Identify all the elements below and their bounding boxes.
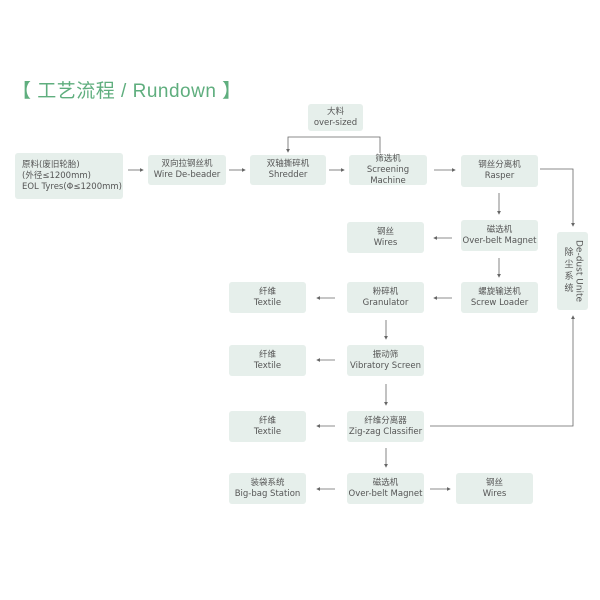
node-label-zh: 振动筛 xyxy=(372,349,399,360)
page-title: 【 工艺流程 / Rundown 】 xyxy=(12,81,242,102)
node-label-zh-2: (外径≤1200mm) xyxy=(22,170,91,181)
node-label-zh: 纤维 xyxy=(258,415,276,426)
node-label-en: EOL Tyres(Φ≤1200mm) xyxy=(22,181,122,192)
arrow-oversized-return xyxy=(286,136,381,153)
node-label-zh: 钢丝 xyxy=(485,477,503,488)
node-label-en: Over-belt Magnet xyxy=(348,488,423,499)
node-label-en: De-dust Unite xyxy=(573,239,584,303)
node-label-en: Shredder xyxy=(268,170,308,180)
node-label-en: Over-belt Magnet xyxy=(462,235,537,246)
arrow-zigzag-dedust xyxy=(430,315,575,427)
node-label-en: Granulator xyxy=(362,297,409,308)
node-label-zh: 纤维分离器 xyxy=(364,415,407,426)
node-label-en: Zig-zag Classifier xyxy=(348,426,423,437)
node-dedust-unit: 除尘系统 De-dust Unite xyxy=(557,232,588,310)
node-label-zh: 除尘系统 xyxy=(562,247,573,295)
node-label-zh: 双轴撕碎机 xyxy=(266,159,310,169)
node-label-zh: 大料 xyxy=(326,106,344,117)
node-label-zh: 钢丝分离机 xyxy=(478,160,521,170)
node-label-zh: 磁选机 xyxy=(486,224,513,235)
node-label-en: Wire De-beader xyxy=(153,170,221,180)
node-label-en: Textile xyxy=(253,297,282,308)
node-label-en: Vibratory Screen xyxy=(349,360,422,371)
node-label-zh: 筛选机 xyxy=(375,153,401,164)
node-label-zh: 双向拉钢丝机 xyxy=(161,159,213,169)
node-label-zh: 螺旋输送机 xyxy=(478,286,521,297)
node-label-en: Wires xyxy=(482,488,507,499)
node-label-zh: 纤维 xyxy=(258,286,276,297)
node-label-zh: 磁选机 xyxy=(372,477,399,488)
node-label-en: Big-bag Station xyxy=(234,488,301,499)
node-label-en: Textile xyxy=(253,360,282,371)
node-raw: 原料(废旧轮胎) (外径≤1200mm) EOL Tyres(Φ≤1200mm) xyxy=(15,153,123,199)
node-label-en: Rasper xyxy=(484,171,515,181)
node-label-en: Textile xyxy=(253,426,282,437)
node-label-en: over-sized xyxy=(313,117,358,128)
node-label-zh: 钢丝 xyxy=(376,226,394,237)
node-label-en: Wires xyxy=(373,237,398,248)
node-label-zh: 纤维 xyxy=(258,349,276,360)
arrow-rasper-dedust xyxy=(540,168,575,227)
node-label-en: Screening Machine xyxy=(366,164,410,186)
node-label-en: Screw Loader xyxy=(470,297,529,308)
node-label-zh: 原料(废旧轮胎) xyxy=(22,159,80,170)
node-label-zh: 粉碎机 xyxy=(372,286,399,297)
node-label-zh: 装袋系统 xyxy=(250,477,285,488)
